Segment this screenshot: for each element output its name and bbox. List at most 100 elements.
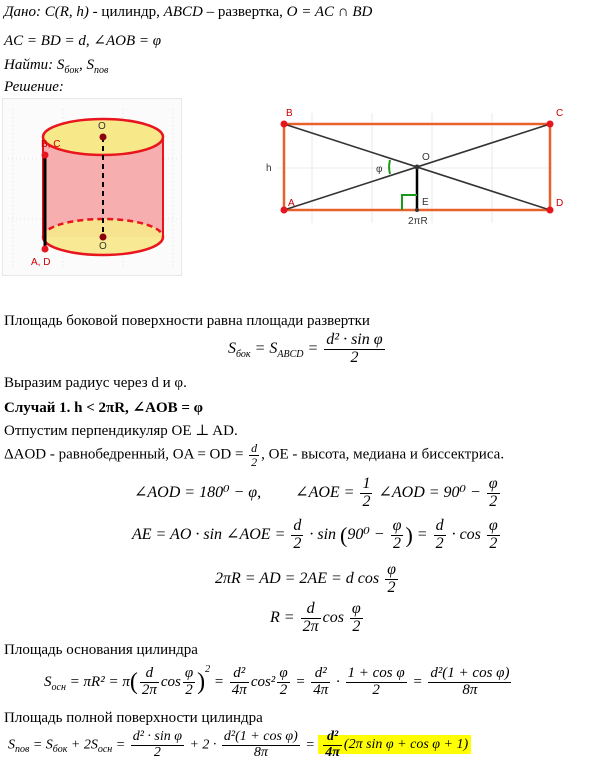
f6-d6: 2 — [372, 682, 380, 699]
development-svg: B C A D O E h φ 2πR — [266, 108, 563, 227]
solution-label: Решение: — [4, 79, 64, 95]
f7-f: (2π sin φ + cos φ + 1) — [343, 737, 469, 753]
f6-n3: d² — [229, 666, 249, 684]
cylinder-label-ad: A, D — [31, 257, 50, 268]
text4-b: , OE - высота, медиана и биссектриса. — [261, 446, 505, 463]
f6-frac7: d²(1 + cos φ)8π — [428, 665, 512, 699]
f6-n1: d — [139, 666, 159, 684]
cylinder-top-center — [99, 133, 107, 141]
f7-d3: 4π — [325, 744, 340, 760]
text-base-area: Площадь основания цилиндра — [4, 642, 198, 658]
cylinder-label-o-bottom: O — [99, 241, 107, 252]
f6-square: 2 — [205, 664, 211, 675]
f6-a: = πR² = π — [69, 674, 130, 690]
label-d: D — [556, 198, 563, 209]
f7-frac2: d²(1 + cos φ)8π — [221, 729, 300, 760]
f3-e: · cos — [451, 525, 481, 543]
find-s-full-sub: пов — [94, 65, 109, 76]
label-e: E — [422, 197, 429, 208]
label-h: h — [266, 163, 272, 174]
f6-g: = — [412, 674, 423, 690]
cylinder-svg: B, C A, D O O — [8, 109, 178, 269]
f2-b-num: 1 — [360, 475, 373, 494]
point-a — [280, 206, 288, 214]
point-c — [546, 120, 554, 128]
f3-n2: φ — [390, 517, 404, 536]
f6-n6: 1 + cos φ — [345, 665, 407, 684]
f1-num: d² · sin φ — [324, 331, 385, 350]
find-s-side: S — [56, 57, 65, 73]
f4-n: φ — [385, 561, 398, 580]
cylinder-bottom-front-edge — [41, 236, 165, 257]
f7-a-sub: бок — [52, 744, 68, 756]
cylinder-point-ad — [41, 245, 49, 253]
f3-d2: 2 — [393, 534, 401, 552]
point-b — [280, 120, 288, 128]
cylinder-figure: B, C A, D O O — [2, 98, 182, 276]
f7-lhs-sub: пов — [15, 744, 30, 756]
point-e — [415, 208, 419, 212]
f3-n4: φ — [486, 517, 500, 536]
f6-d2: 2 — [185, 682, 193, 699]
f6-b: cos — [160, 674, 181, 690]
f2-c-den: 2 — [489, 492, 498, 510]
f2-a: ∠AOD = 180⁰ − φ, — [134, 483, 262, 501]
f7-lhs: S — [8, 737, 15, 753]
text-express-radius: Выразим радиус через d и φ. — [4, 375, 187, 391]
f7-b-sub: осн — [97, 744, 113, 756]
find-line: Найти: Sбок, Sпов — [4, 57, 109, 76]
f2-c: ∠AOD = 90⁰ − — [378, 483, 481, 501]
f3-d1: 2 — [293, 534, 302, 552]
f5-n: d — [300, 600, 321, 619]
f4-a: 2πR = AD = 2AE = d cos — [215, 569, 380, 587]
f3-c: 90⁰ − — [347, 525, 385, 543]
given-abcd: ABCD — [163, 4, 203, 20]
f6-d5: 4π — [313, 682, 329, 699]
f6-c: = — [213, 674, 225, 690]
f6-f: · — [336, 674, 340, 690]
label-b: B — [286, 108, 293, 119]
f7-a: = S — [32, 737, 53, 753]
label-phi: φ — [376, 164, 383, 175]
f7-b: + 2S — [70, 737, 98, 753]
given-o-definition: O = AC ∩ BD — [286, 4, 373, 20]
f3-n1: d — [291, 517, 304, 536]
f6-n7: d²(1 + cos φ) — [428, 665, 512, 684]
f6-n5: d² — [311, 666, 331, 684]
f7-d2: 8π — [253, 744, 268, 760]
given-cylinder: C(R, h) — [44, 4, 89, 20]
f7-d1: 2 — [153, 744, 161, 760]
f3-b: · sin — [309, 525, 337, 543]
cylinder-point-bc — [41, 151, 49, 159]
right-angle-mark — [401, 194, 417, 210]
find-s-side-sub: бок — [64, 65, 79, 76]
label-c: C — [556, 108, 563, 119]
f5-d: 2π — [302, 617, 319, 635]
point-d — [546, 206, 554, 214]
f6-n4: φ — [277, 665, 290, 684]
f3-paren-close: ) — [405, 522, 413, 548]
text4-den: 2 — [251, 454, 258, 469]
text4-num: d — [249, 441, 260, 456]
f2-b: ∠AOE = — [295, 483, 355, 501]
f1-mid-sub: ABCD — [277, 349, 304, 361]
label-2pi-r: 2πR — [408, 216, 428, 227]
f6-n2: φ — [182, 665, 196, 684]
label-a: A — [288, 198, 295, 209]
